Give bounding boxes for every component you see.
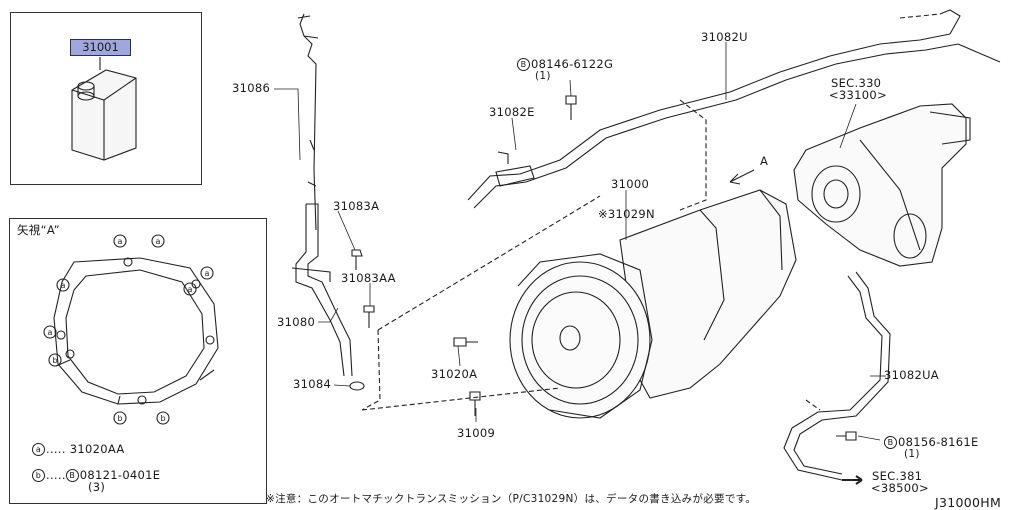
- label-31082e[interactable]: 31082E: [489, 105, 535, 119]
- view-a-bolt-letter: a: [118, 237, 123, 246]
- legend-b-mark: b: [32, 469, 45, 482]
- view-a-bolt-letter: a: [188, 285, 193, 294]
- bolt-08146-mark: B: [517, 58, 530, 71]
- view-a-title: 矢視“A”: [17, 223, 60, 237]
- view-a-bolt-letter: b: [117, 414, 122, 423]
- view-a-bolt-letter: b: [160, 414, 165, 423]
- bolt-08146-qty: (1): [535, 70, 551, 82]
- view-a-bolt-letter: a: [156, 237, 161, 246]
- legend-b-part[interactable]: 08121-0401E: [79, 468, 161, 482]
- label-31083a[interactable]: 31083A: [333, 199, 380, 213]
- label-31083aa[interactable]: 31083AA: [341, 271, 396, 285]
- cooler-line-31082ua: [783, 271, 891, 481]
- label-sec381[interactable]: SEC.381: [872, 469, 923, 483]
- legend-a-part[interactable]: 31020AA: [69, 442, 125, 456]
- view-a-bolt-letter: a: [48, 328, 53, 337]
- bolt-31083aa: [363, 305, 375, 328]
- legend-b-qty: (3): [88, 480, 106, 494]
- filler-tube-31080: [291, 203, 353, 377]
- bolt-31020a: [453, 337, 478, 347]
- label-31086[interactable]: 31086: [232, 81, 271, 95]
- legend-a-mark: a: [32, 443, 45, 456]
- bracket-31082e: [495, 151, 535, 187]
- view-a-bolt-letter: a: [61, 281, 66, 290]
- label-31082u[interactable]: 31082U: [701, 30, 748, 44]
- bolt-08146-part[interactable]: 08146-6122G: [531, 57, 614, 71]
- label-sec381-sub: <38500>: [871, 481, 929, 495]
- bolt-08156-mark: B: [884, 436, 897, 449]
- bolt-08156-qty: (1): [904, 448, 920, 460]
- converter-housing-view: [53, 257, 219, 405]
- dipstick-31086: [297, 13, 319, 231]
- diagram-id: J31000HM: [935, 495, 1002, 510]
- bolt-08146: [565, 95, 577, 120]
- bolt-08156: [836, 431, 857, 441]
- view-a-bolt-letter: a: [205, 269, 210, 278]
- view-a-inset: [9, 218, 267, 504]
- bolt-31083a: [351, 249, 363, 270]
- leader-lines: [274, 42, 886, 441]
- label-31009[interactable]: 31009: [457, 426, 496, 440]
- label-31000[interactable]: 31000: [611, 177, 650, 191]
- automatic-transmission-31000: [509, 189, 797, 419]
- assembly-dashed-lines: [361, 13, 941, 411]
- view-a-bolt-marks: a a a a a a b b b: [43, 234, 214, 425]
- view-a-arrow-label: A: [760, 154, 769, 168]
- label-31082ua[interactable]: 31082UA: [884, 368, 939, 382]
- label-31029n[interactable]: ※31029N: [598, 207, 655, 221]
- transfer-case-sec330: [793, 103, 971, 267]
- legend-b-dots: .....: [46, 468, 66, 482]
- legend-b-bolt-mark: B: [65, 469, 79, 482]
- label-sec330[interactable]: SEC.330: [831, 76, 882, 90]
- bolt-08156-part[interactable]: 08156-8161E: [898, 435, 979, 449]
- fluid-can-illustration: [71, 57, 137, 161]
- label-31080[interactable]: 31080: [277, 315, 316, 329]
- label-31020a[interactable]: 31020A: [431, 367, 478, 381]
- bolt-31009: [469, 391, 481, 416]
- cooler-line-31082u: [467, 9, 1001, 209]
- label-31084[interactable]: 31084: [293, 377, 332, 391]
- o-ring-31084: [349, 381, 365, 391]
- view-a-bolt-letter: b: [52, 356, 57, 365]
- legend-a-dots: .....: [46, 442, 66, 456]
- part-badge-31001[interactable]: 31001: [70, 39, 131, 56]
- view-a-direction-arrow: [729, 169, 755, 185]
- fluid-can-inset: [10, 12, 202, 185]
- legend-a: a..... 31020AA: [32, 443, 125, 456]
- sec381-arrow: [842, 475, 863, 485]
- footer-note: ※注意：このオートマチックトランスミッション（P/C31029N）は、データの書…: [266, 493, 757, 505]
- label-sec330-sub: <33100>: [829, 88, 887, 102]
